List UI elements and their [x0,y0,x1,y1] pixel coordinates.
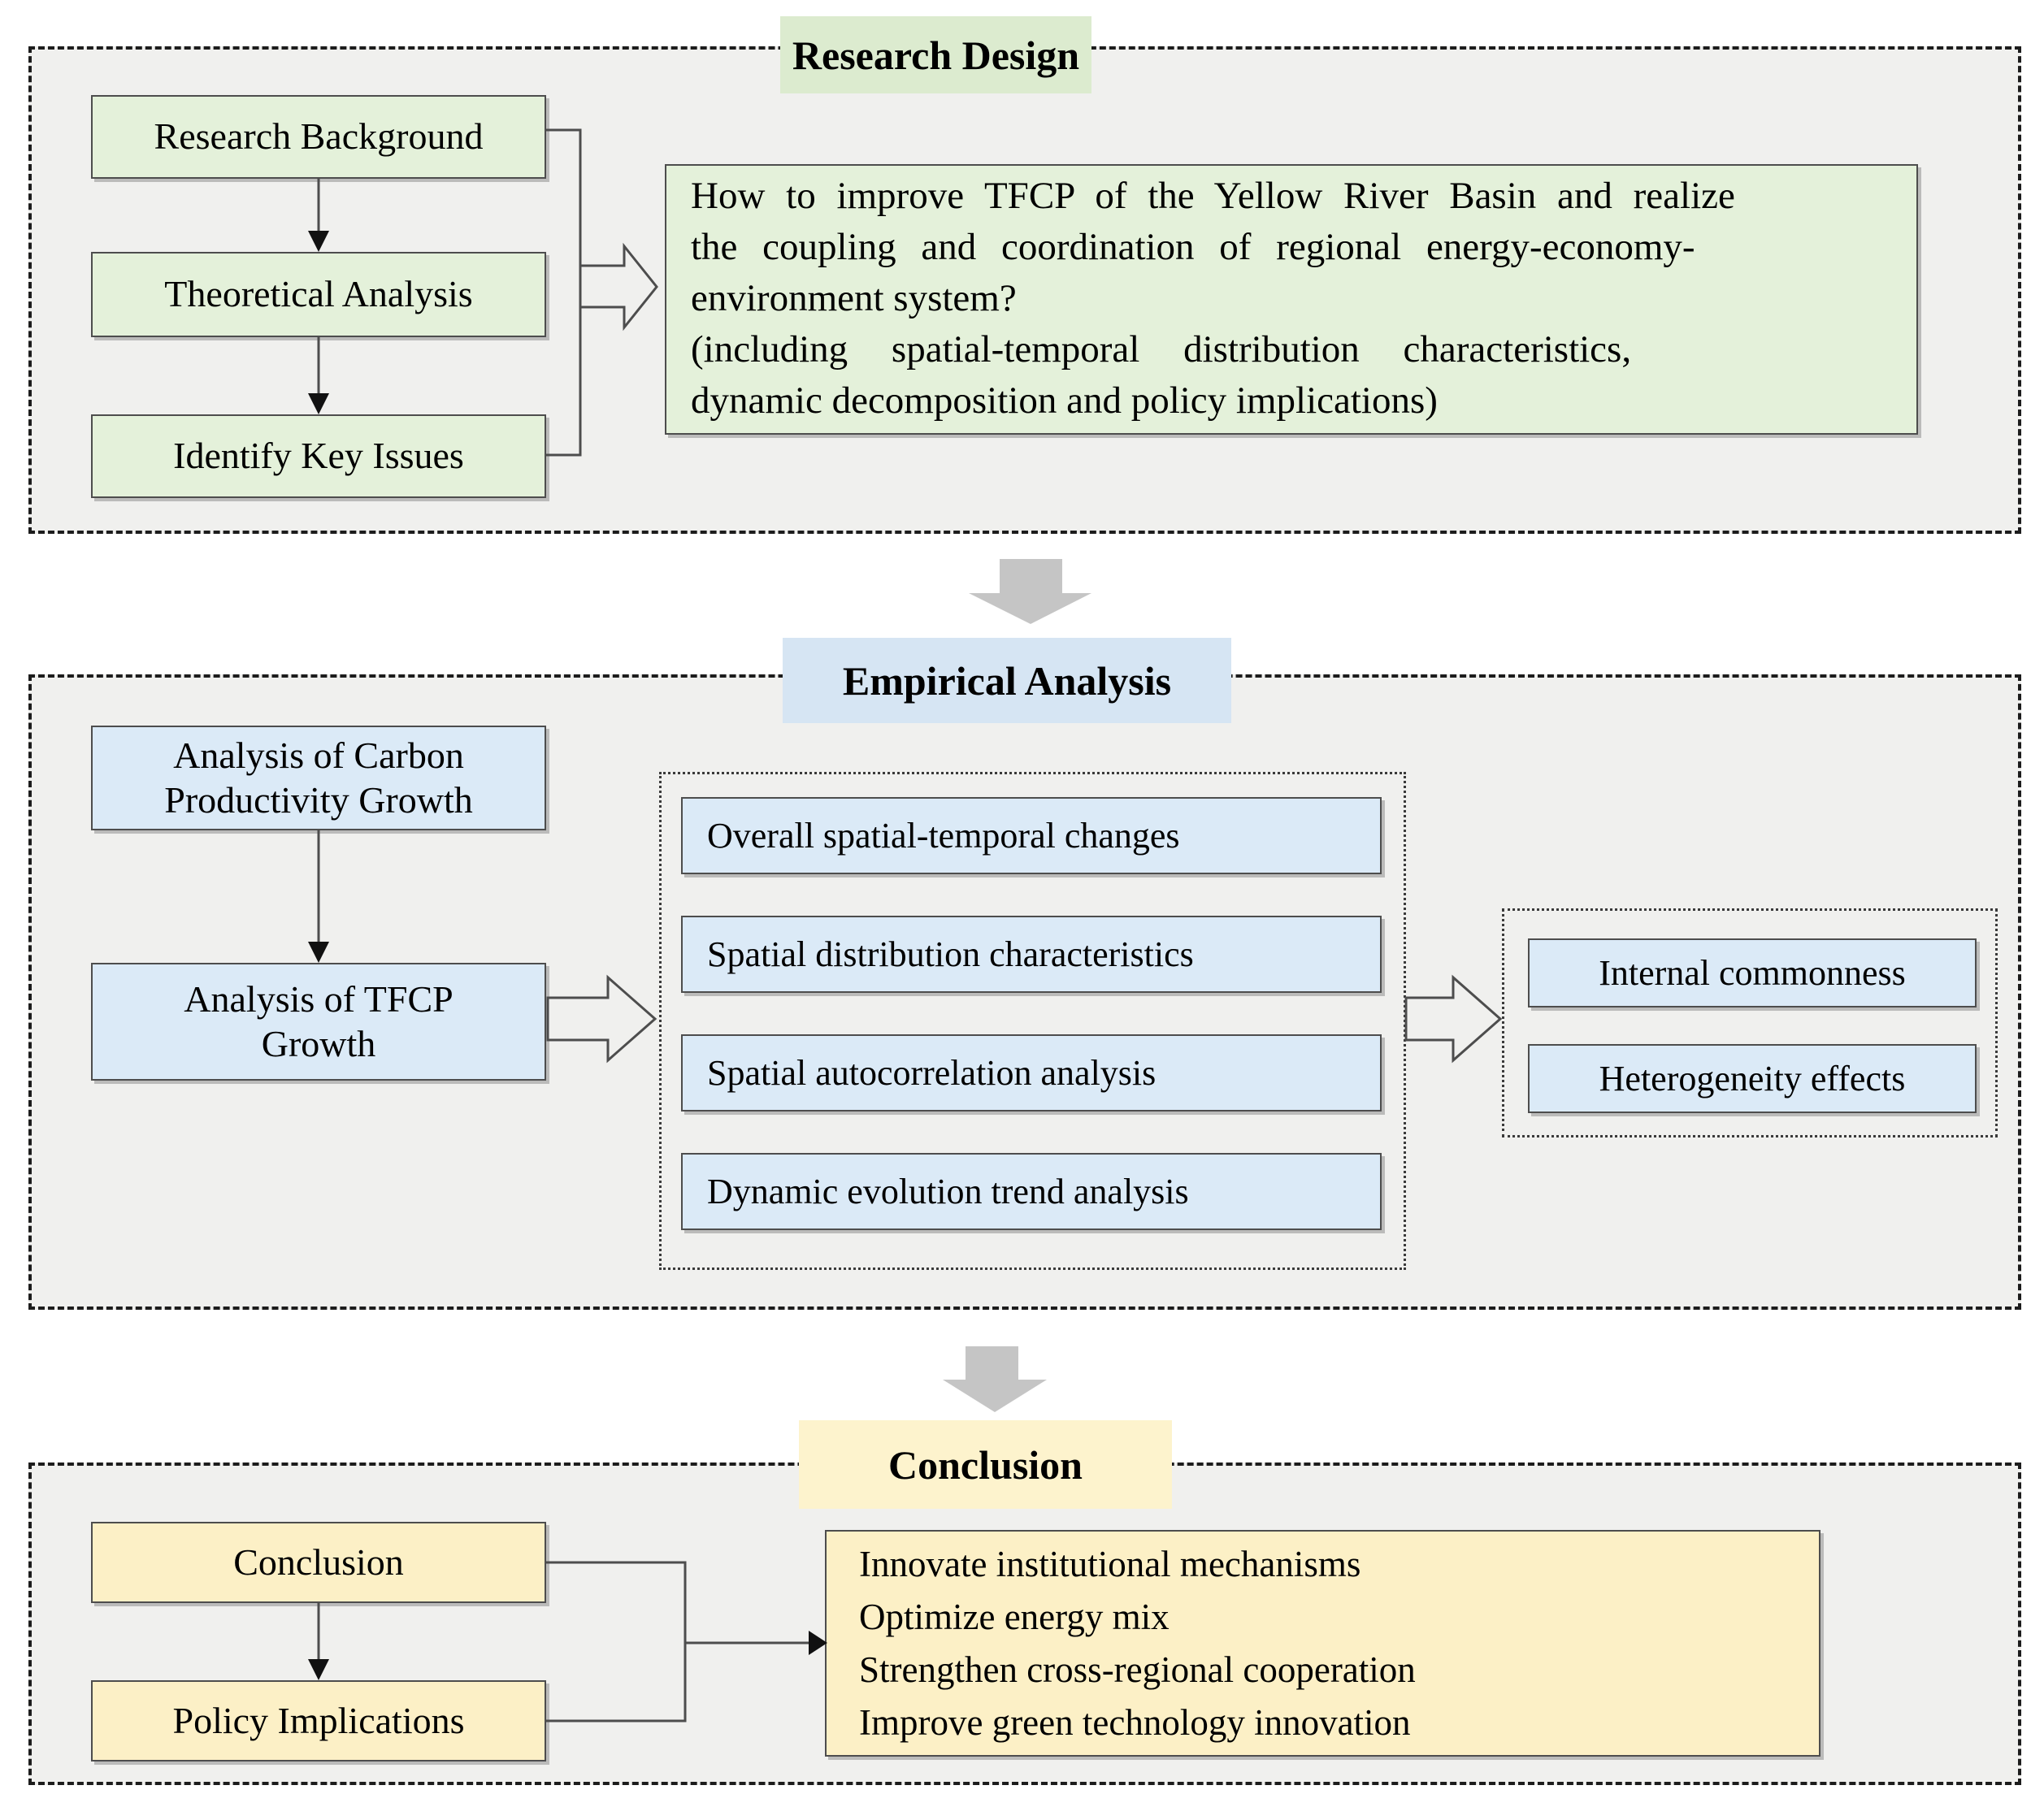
text-line: Improve green technology innovation [859,1701,1411,1743]
box-heterogeneity-effects: Heterogeneity effects [1528,1044,1977,1113]
box-research-question: How to improve TFCP of the Yellow River … [665,164,1918,435]
text-line: Innovate institutional mechanisms [859,1543,1361,1584]
section-title-label: Research Design [792,32,1080,78]
section-flow-arrow-icon [943,1346,1047,1412]
box-theoretical-analysis: Theoretical Analysis [91,252,546,337]
section-title-label: Empirical Analysis [842,657,1172,704]
text-line: How to improve TFCP of the Yellow River … [691,175,1735,217]
section-title-research-design: Research Design [780,16,1091,93]
section-flow-arrow-icon [969,559,1091,624]
box-internal-commonness: Internal commonness [1528,938,1977,1008]
box-carbon-productivity-growth: Analysis of Carbon Productivity Growth [91,726,546,830]
box-conclusion: Conclusion [91,1522,546,1603]
section-title-label: Conclusion [888,1441,1083,1488]
box-identify-key-issues: Identify Key Issues [91,414,546,498]
box-method-dynamic-evolution: Dynamic evolution trend analysis [681,1153,1382,1230]
text-line: dynamic decomposition and policy implica… [691,379,1438,422]
text-line: the coupling and coordination of regiona… [691,226,1695,268]
text-line: Optimize energy mix [859,1596,1170,1637]
section-title-empirical-analysis: Empirical Analysis [783,638,1231,723]
box-policy-implications: Policy Implications [91,1680,546,1762]
box-method-spatial-distribution: Spatial distribution characteristics [681,916,1382,993]
box-research-background: Research Background [91,95,546,179]
text-line: Strengthen cross-regional cooperation [859,1649,1416,1690]
text-line: environment system? [691,277,1017,319]
box-tfcp-growth: Analysis of TFCP Growth [91,963,546,1081]
text-line: (including spatial-temporal distribution… [691,328,1632,370]
box-method-overall-changes: Overall spatial-temporal changes [681,797,1382,874]
box-method-spatial-autocorrelation: Spatial autocorrelation analysis [681,1034,1382,1112]
section-title-conclusion: Conclusion [799,1420,1172,1509]
outcomes-group-frame [1502,908,1998,1138]
